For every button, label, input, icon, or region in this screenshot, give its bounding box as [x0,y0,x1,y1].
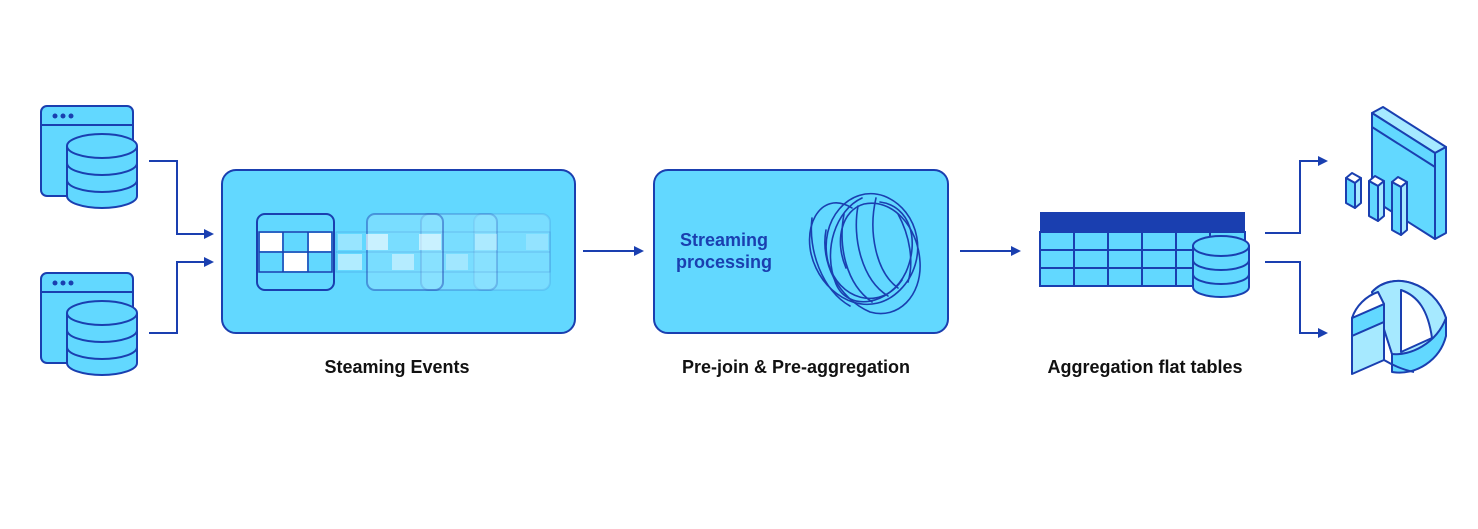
caption-prejoin: Pre-join & Pre-aggregation [681,357,911,377]
flat-table-icon [1039,212,1250,298]
source-database-2 [40,272,138,376]
processing-label-line-2: processing [675,252,773,272]
scribble-icon [808,193,921,315]
arrow-output-2 [1265,261,1328,338]
processing-label-line-1: Streaming [679,230,769,250]
streaming-events-box [221,169,576,334]
bar-chart-3d-icon [1345,106,1447,240]
pie-chart-3d-icon [1351,280,1447,375]
source-database-1 [40,105,138,209]
caption-streaming-events: Steaming Events [324,357,470,377]
streaming-processing-box [653,169,949,334]
arrow-source-1 [149,160,214,239]
arrow-source-2 [149,257,214,334]
processing-label: Streaming processing [664,229,784,273]
caption-aggregation: Aggregation flat tables [1047,357,1243,377]
arrow-output-1 [1265,156,1328,234]
